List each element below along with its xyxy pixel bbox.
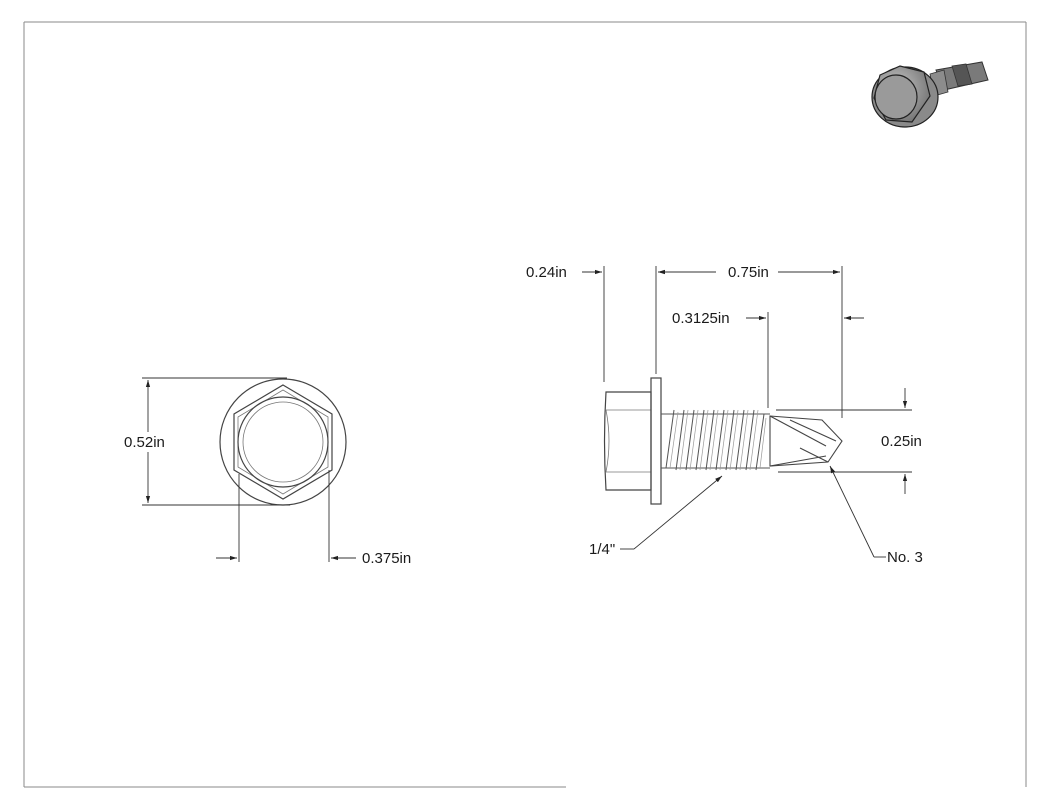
side-view: 0.24in 0.75in 0.3125in 0.25in 1/4"	[526, 264, 923, 566]
hex-head-outline	[233, 384, 333, 500]
sheet-border	[23, 21, 1027, 788]
side-threaded-shank	[661, 409, 770, 471]
dim-front-height	[142, 377, 290, 506]
leader-drill-point	[829, 465, 886, 558]
dim-overall-length-label: 0.75in	[728, 264, 769, 281]
dim-front-height-label: 0.52in	[124, 434, 165, 451]
front-view: 0.52in 0.375in	[124, 377, 411, 567]
side-hex-head	[603, 391, 652, 491]
hex-head-face	[237, 396, 329, 488]
thread-size-label: 1/4"	[589, 541, 615, 558]
dim-drill-diameter-label: 0.25in	[881, 433, 922, 450]
dim-drill-diameter	[776, 388, 912, 494]
dim-head-height	[582, 266, 680, 382]
dim-thread-length	[746, 312, 864, 408]
leader-thread-size	[620, 475, 723, 550]
side-washer-flange	[650, 377, 662, 505]
drill-point-label: No. 3	[887, 549, 923, 566]
dim-head-height-label: 0.24in	[526, 264, 567, 281]
dim-thread-length-label: 0.3125in	[672, 310, 730, 327]
dim-front-width	[216, 470, 356, 562]
side-drill-point	[769, 415, 843, 467]
dim-overall-length	[658, 266, 843, 418]
isometric-screw-thumbnail	[871, 61, 989, 128]
dim-front-width-label: 0.375in	[362, 550, 411, 567]
